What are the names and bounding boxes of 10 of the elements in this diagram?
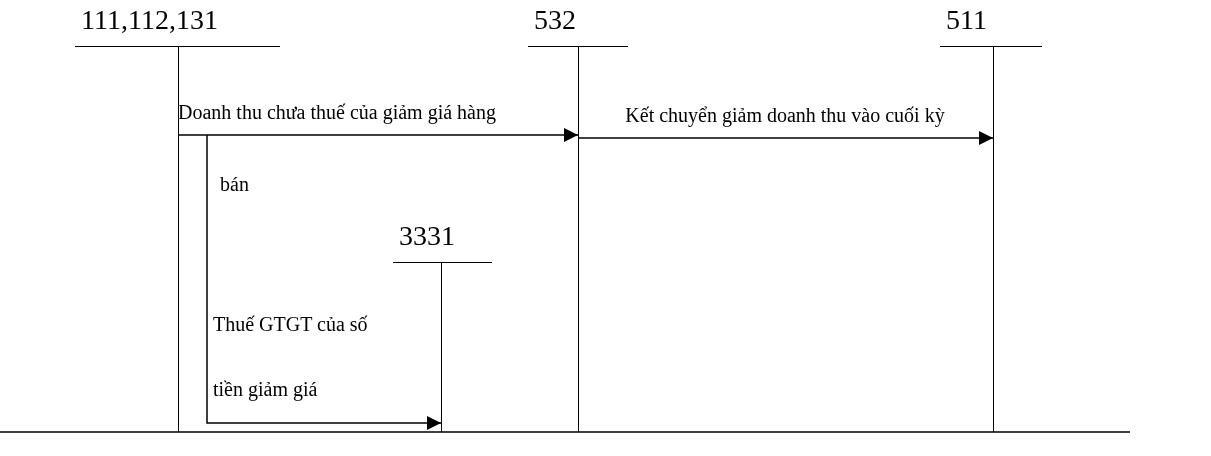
arrow — [177, 128, 579, 142]
account-number: 111,112,131 — [75, 0, 280, 47]
edge-label: Kết chuyển giảm doanh thu vào cuối kỳ — [624, 103, 946, 129]
account-number: 511 — [940, 0, 1042, 47]
account-number: 3331 — [393, 216, 492, 263]
arrow — [577, 131, 994, 145]
edge-label: Doanh thu chưa thuế của giảm giá hàng bán — [178, 100, 497, 197]
edge-label: Thuế GTGT của số tiền giảm giá — [213, 312, 369, 403]
account-number: 532 — [528, 0, 628, 47]
arrow — [206, 134, 442, 430]
